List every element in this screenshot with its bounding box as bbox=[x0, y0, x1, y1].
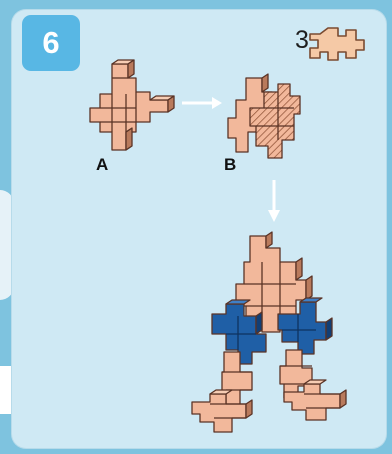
part-b-illustration bbox=[228, 74, 300, 158]
plus-piece-icon bbox=[310, 28, 364, 60]
assembled-figure-illustration bbox=[192, 232, 346, 432]
part-a-label: A bbox=[96, 155, 108, 174]
part-a-illustration bbox=[90, 60, 174, 150]
arrow-right-icon bbox=[182, 97, 222, 109]
arrow-down-icon bbox=[268, 180, 280, 222]
part-b-label: B bbox=[224, 155, 236, 174]
